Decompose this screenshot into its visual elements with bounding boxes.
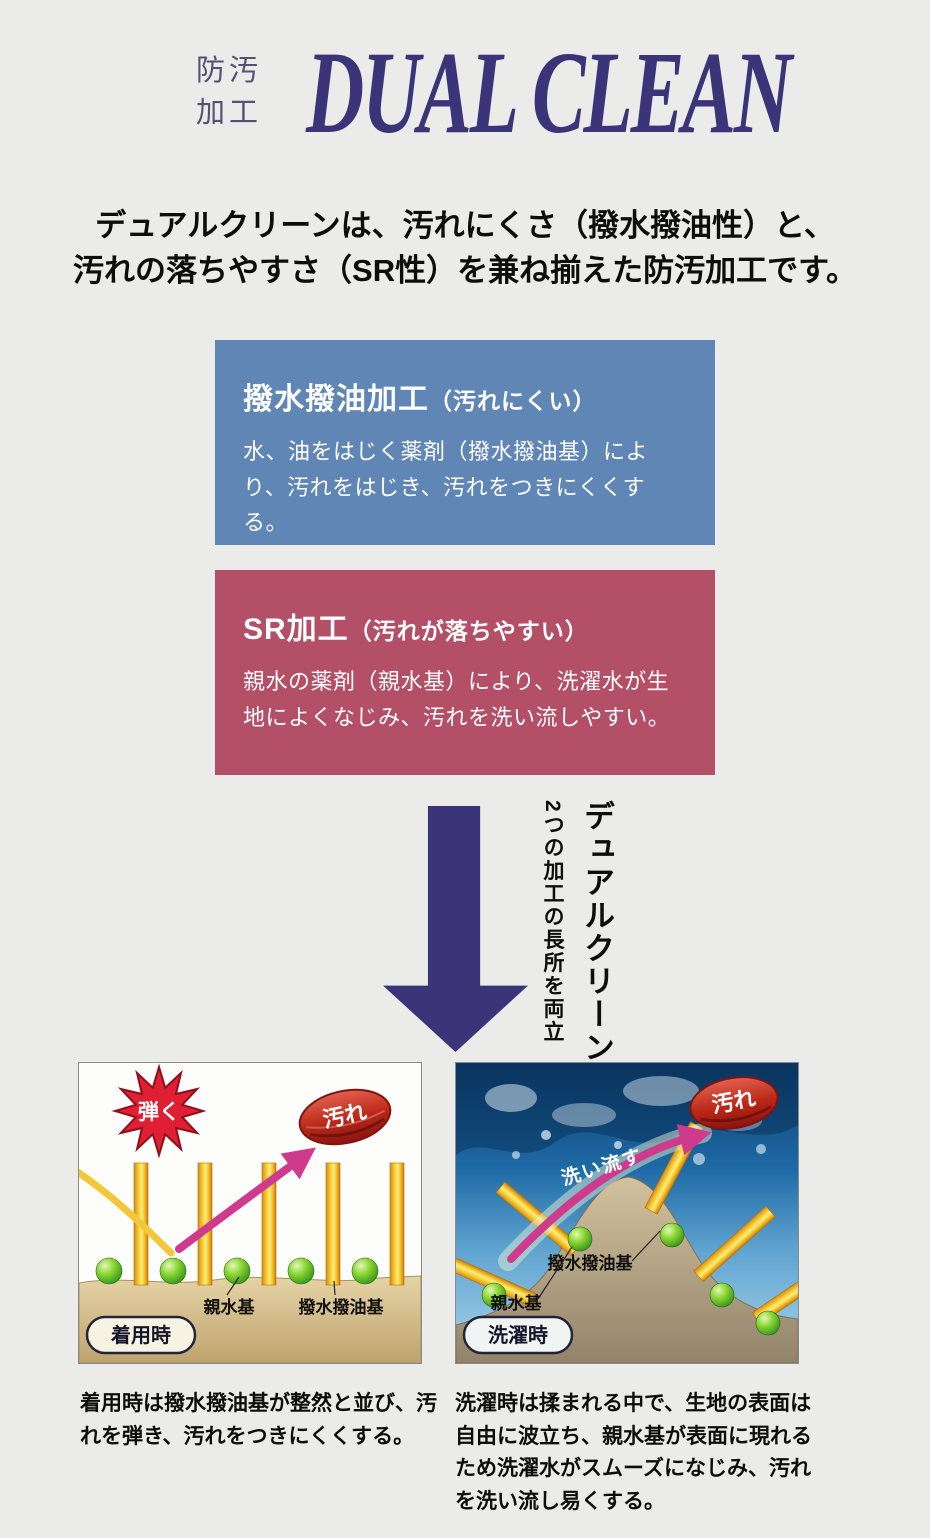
dirt-stain-icon: 汚れ xyxy=(689,1076,779,1130)
wash-away-arrow xyxy=(507,1124,712,1263)
wash-badge-label: 洗濯時 xyxy=(488,1323,548,1347)
repellent-label: 撥水撥油基 xyxy=(548,1253,634,1273)
transition-labels: 2つの加工の長所を両立 デュアルクリーン xyxy=(537,800,619,1070)
transition-label-small: 2つの加工の長所を両立 xyxy=(541,800,564,1044)
dirt-stain-icon: 汚れ xyxy=(298,1088,392,1146)
wear-illustration-panel: 弾く 汚れ 親水基 撥水撥油基 着用時 xyxy=(78,1062,422,1364)
intro-line-2: 汚れの落ちやすさ（SR性）を兼ね揃えた防汚加工です。 xyxy=(73,252,857,288)
down-arrow-icon xyxy=(383,806,528,1052)
tagline: 防汚 加工 xyxy=(196,50,262,134)
wash-illustration-panel: 洗い流す 汚れ 撥水撥油基 親水基 洗濯時 xyxy=(455,1062,799,1364)
wash-badge: 洗濯時 xyxy=(462,1315,574,1355)
wear-badge-label: 着用時 xyxy=(110,1323,171,1347)
card-sr-body: 親水の薬剤（親水基）により、洗濯水が生地によくなじみ、汚れを洗い流しやすい。 xyxy=(243,669,671,730)
fiber-curve xyxy=(79,1168,175,1257)
wear-badge: 着用時 xyxy=(85,1315,197,1355)
repel-burst-icon: 弾く xyxy=(111,1063,207,1159)
wear-illustration: 弾く 汚れ 親水基 撥水撥油基 着用時 xyxy=(79,1063,421,1363)
card-sr-title-note: （汚れが落ちやすい） xyxy=(348,618,589,644)
intro-text: デュアルクリーンは、汚れにくさ（撥水撥油性）と、 汚れの落ちやすさ（SR性）を兼… xyxy=(0,204,930,294)
card-water-oil-body: 水、油をはじく薬剤（撥水撥油基）により、汚れをはじき、汚れをつきにくくする。 xyxy=(243,439,649,536)
wear-caption: 着用時は撥水撥油基が整然と並び、汚れを弾き、汚れをつきにくくする。 xyxy=(80,1392,437,1448)
card-water-oil-title: 撥水撥油加工（汚れにくい） xyxy=(243,374,687,418)
hydrophilic-balls xyxy=(481,1222,781,1336)
card-water-oil-title-main: 撥水撥油加工 xyxy=(243,383,429,416)
tagline-line-2: 加工 xyxy=(196,97,263,130)
hydrophilic-balls xyxy=(95,1257,379,1285)
wash-illustration: 洗い流す 汚れ 撥水撥油基 親水基 洗濯時 xyxy=(456,1063,798,1363)
intro-line-1: デュアルクリーンは、汚れにくさ（撥水撥油性）と、 xyxy=(95,208,835,243)
transition-label-large: デュアルクリーン xyxy=(579,800,614,1064)
wash-caption: 洗濯時は揉まれる中で、生地の表面は自由に波立ち、親水基が表面に現れるため洗濯水が… xyxy=(455,1392,812,1513)
hydrophilic-label: 親水基 xyxy=(491,1293,543,1313)
card-sr: SR加工（汚れが落ちやすい） 親水の薬剤（親水基）により、洗濯水が生地によくなじ… xyxy=(215,570,715,775)
repellent-label: 撥水撥油基 xyxy=(299,1297,385,1317)
repellent-pillars xyxy=(133,1162,405,1286)
tagline-line-1: 防汚 xyxy=(196,55,263,87)
card-sr-title-main: SR加工 xyxy=(243,613,349,646)
wash-annotations: 撥水撥油基 親水基 xyxy=(491,1230,661,1313)
burst-label: 弾く xyxy=(138,1100,180,1124)
wear-annotations: 親水基 撥水撥油基 xyxy=(204,1276,385,1317)
card-water-oil-title-note: （汚れにくい） xyxy=(429,388,597,414)
card-sr-title: SR加工（汚れが落ちやすい） xyxy=(243,604,687,648)
brand-logo: DUAL CLEAN xyxy=(306,28,792,159)
bounce-arrow xyxy=(175,1147,316,1253)
card-water-oil-repellent: 撥水撥油加工（汚れにくい） 水、油をはじく薬剤（撥水撥油基）により、汚れをはじき… xyxy=(215,340,715,545)
hydrophilic-label: 親水基 xyxy=(204,1297,256,1317)
